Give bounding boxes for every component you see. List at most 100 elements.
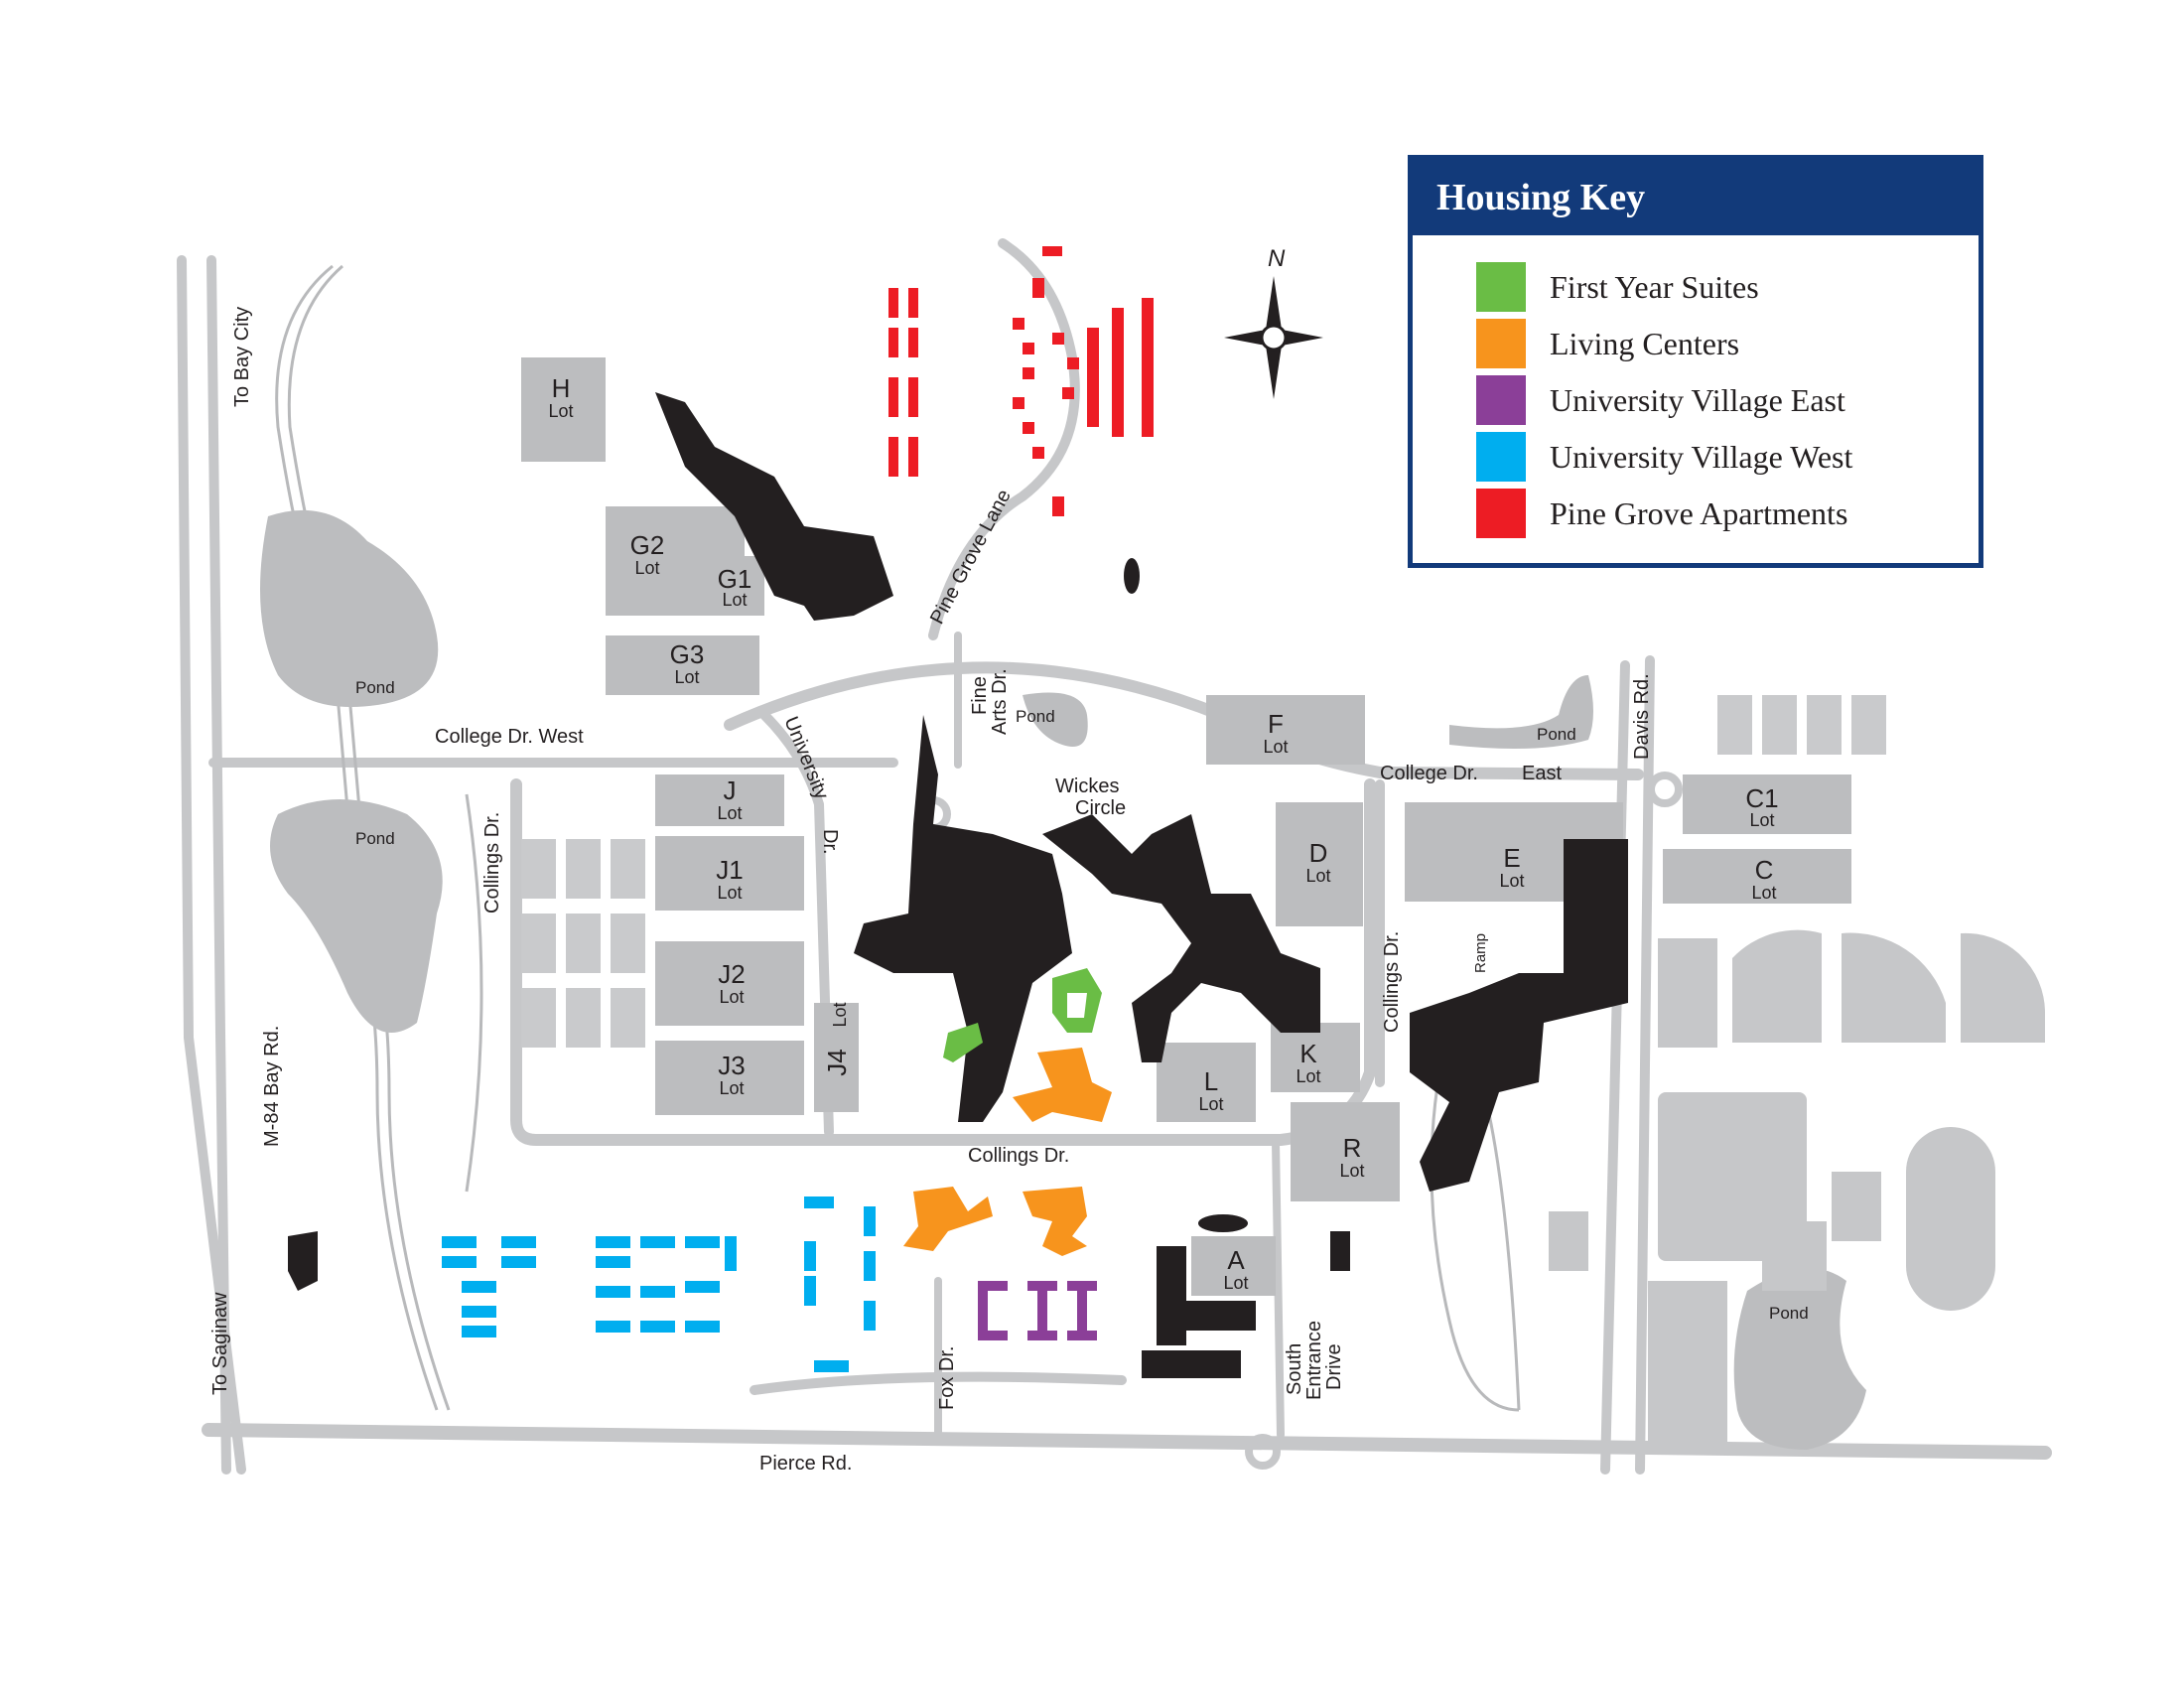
athletic-fields: [1549, 929, 2046, 1445]
academic-buildings: [288, 392, 1628, 1378]
pond-3: [1023, 692, 1088, 747]
building-stadium-west: [288, 1231, 318, 1291]
lot-g3: [606, 635, 759, 695]
legend-item-university-village-east: University Village East: [1476, 375, 1845, 425]
road-label-east: East: [1522, 763, 1562, 784]
lot-a: [1191, 1236, 1276, 1296]
legend-swatch: [1476, 375, 1526, 425]
legend-item-university-village-west: University Village West: [1476, 432, 1852, 482]
building-a-east: [1186, 1301, 1256, 1331]
legend-item-living-centers: Living Centers: [1476, 319, 1739, 368]
lot-g3-lot: Lot: [674, 667, 699, 687]
pond-5: [1733, 1268, 1866, 1450]
road-label-to-bay-city: To Bay City: [231, 307, 253, 407]
road-label-wickes-1: Wickes: [1055, 775, 1119, 797]
road-label-south-2: Entrance: [1303, 1321, 1325, 1400]
lot-f: [1206, 695, 1365, 765]
road-label-fine-arts-2: Arts Dr.: [989, 668, 1011, 735]
road-label-collings-dr-bottom: Collings Dr.: [968, 1145, 1069, 1167]
road-label-dr: Dr.: [819, 829, 841, 855]
housing-living-centers: [903, 1048, 1112, 1256]
road-label-collings-dr-left: Collings Dr.: [481, 812, 503, 914]
building-wickes: [1042, 814, 1320, 1062]
pond-label-4: Pond: [1537, 725, 1576, 744]
road-label-to-saginaw: To Saginaw: [209, 1292, 231, 1395]
lot-g2-label: G2: [630, 530, 665, 560]
building-north: [655, 392, 893, 621]
lot-j1-lot: Lot: [717, 883, 742, 903]
road-label-davis-rd: Davis Rd.: [1631, 673, 1653, 760]
road-label-pierce-rd: Pierce Rd.: [759, 1453, 852, 1475]
lot-j4-label: J4: [822, 1049, 852, 1075]
lot-c1-label: C1: [1745, 783, 1778, 813]
lot-g1-label: G1: [718, 564, 752, 594]
legend-swatch: [1476, 319, 1526, 368]
lot-j3: [655, 1041, 804, 1115]
lot-g3-label: G3: [670, 639, 705, 669]
pond-label-1: Pond: [355, 678, 395, 697]
tennis-courts: [521, 695, 1886, 1048]
lot-j2-label: J2: [718, 959, 745, 989]
lot-a-lot: Lot: [1223, 1273, 1248, 1293]
lot-j4-lot: Lot: [830, 1002, 850, 1027]
lot-l-lot: Lot: [1198, 1094, 1223, 1114]
lot-c-label: C: [1755, 855, 1774, 885]
legend-title: Housing Key: [1413, 160, 1979, 235]
lot-d-lot: Lot: [1305, 866, 1330, 886]
lot-c-lot: Lot: [1751, 883, 1776, 903]
housing-university-village-east: [978, 1281, 1097, 1340]
lot-r-lot: Lot: [1339, 1161, 1364, 1181]
legend-item-first-year-suites: First Year Suites: [1476, 262, 1759, 312]
lot-f-lot: Lot: [1263, 737, 1288, 757]
legend-swatch: [1476, 262, 1526, 312]
legend-label: Living Centers: [1550, 325, 1740, 361]
parking-lots: [521, 357, 2046, 1445]
lot-j-label: J: [724, 775, 737, 805]
housing-university-village-west: [442, 1196, 876, 1372]
lot-e-label: E: [1503, 843, 1520, 873]
housing-pine-grove-apartments: [888, 246, 1154, 516]
housing-key-legend: Housing Key First Year Suites Living Cen…: [1408, 155, 1983, 568]
road-label-ramp: Ramp: [1472, 933, 1489, 973]
legend-label: First Year Suites: [1550, 268, 1759, 305]
legend-label: Pine Grove Apartments: [1550, 494, 1848, 531]
lot-r: [1291, 1102, 1400, 1201]
lot-r-label: R: [1343, 1133, 1362, 1163]
lot-j3-lot: Lot: [719, 1078, 744, 1098]
pond-label-2: Pond: [355, 829, 395, 848]
lot-j-lot: Lot: [717, 803, 742, 823]
building-a: [1157, 1246, 1186, 1345]
lot-j2-lot: Lot: [719, 987, 744, 1007]
pond-2: [270, 799, 443, 1033]
road-label-wickes-2: Circle: [1075, 797, 1126, 819]
lot-g1: [695, 556, 764, 616]
lot-labels: H Lot G2 Lot G1 Lot G3 Lot J Lot J1 Lot …: [548, 373, 1778, 1293]
pond-label-3: Pond: [1016, 707, 1055, 726]
building-oval: [1198, 1214, 1248, 1232]
road-label-m84: M-84 Bay Rd.: [261, 1026, 283, 1147]
pond-label-5: Pond: [1769, 1304, 1809, 1323]
legend-item-pine-grove-apartments: Pine Grove Apartments: [1476, 489, 1847, 538]
lot-h: [521, 357, 606, 462]
building-south-entrance: [1330, 1231, 1350, 1271]
compass-north-label: N: [1268, 245, 1286, 272]
lot-e-lot: Lot: [1499, 871, 1524, 891]
legend-swatch: [1476, 432, 1526, 482]
building-east: [1410, 839, 1628, 1192]
road-label-south-1: South: [1284, 1343, 1305, 1395]
lot-l-label: L: [1204, 1066, 1218, 1096]
lot-d: [1276, 802, 1363, 926]
legend-label: University Village West: [1550, 438, 1853, 475]
building-central-west: [854, 715, 1072, 1122]
lot-j: [655, 774, 784, 826]
lot-g1-lot: Lot: [722, 590, 747, 610]
pond-4: [1449, 675, 1593, 749]
housing-first-year-suites: [943, 968, 1102, 1062]
lot-k: [1271, 1023, 1360, 1092]
road-label-college-dr-west: College Dr. West: [435, 726, 584, 748]
road-label-fox-dr: Fox Dr.: [936, 1346, 958, 1410]
lot-j1: [655, 836, 804, 911]
building-observatory: [1124, 558, 1140, 594]
lot-g2-lot: Lot: [634, 558, 659, 578]
lot-a-label: A: [1227, 1245, 1245, 1275]
